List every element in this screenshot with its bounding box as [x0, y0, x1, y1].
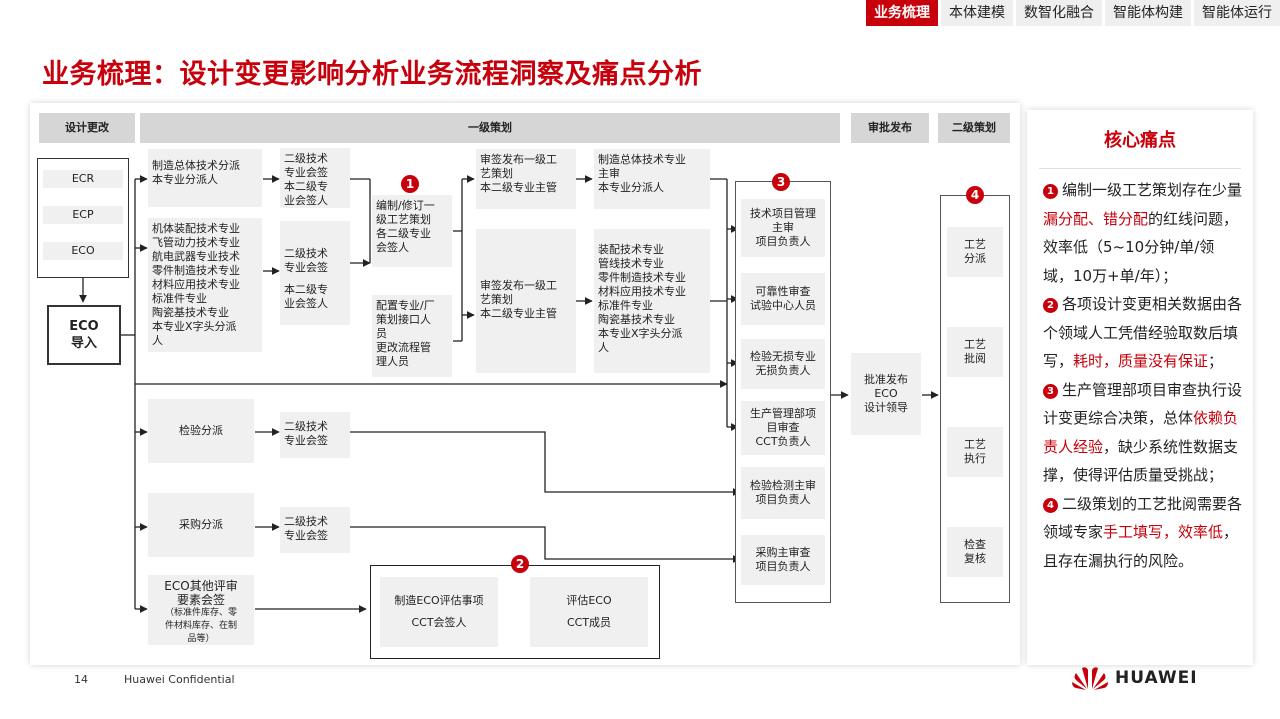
eco-box: ECO [43, 242, 123, 260]
review-release-mid-box: 审签发布一级工 艺策划 本二级专业主管 [476, 229, 576, 373]
ecp-box: ECP [43, 206, 123, 224]
huawei-flower-icon [1072, 667, 1108, 690]
eco-other-review-box: ECO其他评审 要素会签 （标准件库存、零 件材料库存、在制 品等） [148, 575, 254, 645]
machine-assign-box: 机体装配技术专业 飞管动力技术专业 航电武器专业技术 零件制造技术专业 材料应用… [148, 218, 262, 352]
countersign-mid-box: 二级技术 专业会签 本二级专 业会签人 [280, 221, 350, 325]
compile-planning-box: 编制/修订一 级工艺策划 各二级专业 会签人 [372, 195, 452, 267]
production-review-box: 生产管理部项 目审查 CCT负责人 [741, 401, 825, 455]
inspection-review-box: 检验检测主审 项目负责人 [741, 467, 825, 519]
badge-2: 2 [511, 555, 529, 573]
badge-1: 1 [401, 175, 419, 193]
ndt-review-box: 检验无损专业 无损负责人 [741, 339, 825, 389]
approve-release-box: 批准发布 ECO 设计领导 [851, 353, 921, 435]
manuf-assign-box: 制造总体技术分派 本专业分派人 [148, 149, 262, 207]
purchase-assign-box: 采购分派 [148, 493, 254, 557]
pain-points-title: 核心痛点 [1104, 130, 1176, 151]
badge-3: 3 [772, 173, 790, 191]
top-nav: 业务梳理 本体建模 数智化融合 智能体构建 智能体运行 [863, 0, 1280, 26]
header-approve-release: 审批发布 [851, 113, 929, 143]
header-level2-planning: 二级策划 [938, 113, 1010, 143]
countersign-inspect-box: 二级技术 专业会签 [280, 412, 350, 458]
cct-evaluate-items-box: 制造ECO评估事项 CCT会签人 [380, 577, 498, 647]
countersign-purchase-box: 二级技术 专业会签 [280, 507, 350, 553]
inspection-assign-box: 检验分派 [148, 399, 254, 463]
purchase-review-box: 采购主审查 项目负责人 [741, 535, 825, 585]
badge-4: 4 [966, 186, 984, 204]
review-release-top-box: 审签发布一级工 艺策划 本二级专业主管 [476, 149, 576, 209]
huawei-logo: HUAWEI [1071, 665, 1198, 691]
reliability-review-box: 可靠性审查 试验中心人员 [741, 273, 825, 325]
flow-diagram: 设计更改 一级策划 审批发布 二级策划 ECR ECP ECO ECO 导入 制… [30, 103, 1020, 665]
tech-project-review-box: 技术项目管理 主审 项目负责人 [741, 199, 825, 257]
chief-review-top-box: 制造总体技术专业 主审 本专业分派人 [594, 149, 710, 209]
confidential-label: Huawei Confidential [124, 673, 235, 686]
eco-import-box: ECO 导入 [47, 305, 121, 365]
page-title: 业务梳理：设计变更影响分析业务流程洞察及痛点分析 [42, 59, 702, 90]
panel-divider [1039, 168, 1241, 169]
eco-import-line1: ECO [69, 319, 99, 334]
process-execute-box: 工艺 执行 [947, 427, 1003, 477]
check-review-box: 检查 复核 [947, 527, 1003, 577]
nav-tab-ontology[interactable]: 本体建模 [941, 0, 1013, 26]
config-interface-box: 配置专业/厂 策划接口人 员 更改流程管 理人员 [372, 295, 452, 377]
huawei-logo-text: HUAWEI [1115, 668, 1198, 688]
header-design-change: 设计更改 [39, 113, 135, 143]
header-level1-planning: 一级策划 [140, 113, 840, 143]
nav-tab-agent-build[interactable]: 智能体构建 [1105, 0, 1191, 26]
eco-import-line2: 导入 [70, 336, 97, 351]
process-review-box: 工艺 批阅 [947, 327, 1003, 377]
flow-connectors [79, 175, 939, 613]
chief-review-mid-box: 装配技术专业 管线技术专业 零件制造技术专业 材料应用技术专业 标准件专业 陶瓷… [594, 229, 710, 373]
cct-evaluate-eco-box: 评估ECO CCT成员 [530, 577, 648, 647]
nav-tab-agent-run[interactable]: 智能体运行 [1194, 0, 1280, 26]
nav-tab-business[interactable]: 业务梳理 [866, 0, 938, 26]
ecr-box: ECR [43, 170, 123, 188]
countersign-top-box: 二级技术 专业会签 本二级专 业会签人 [280, 148, 350, 208]
page-number: 14 [74, 673, 88, 686]
process-assign-box: 工艺 分派 [947, 227, 1003, 277]
nav-tab-fusion[interactable]: 数智化融合 [1016, 0, 1102, 26]
